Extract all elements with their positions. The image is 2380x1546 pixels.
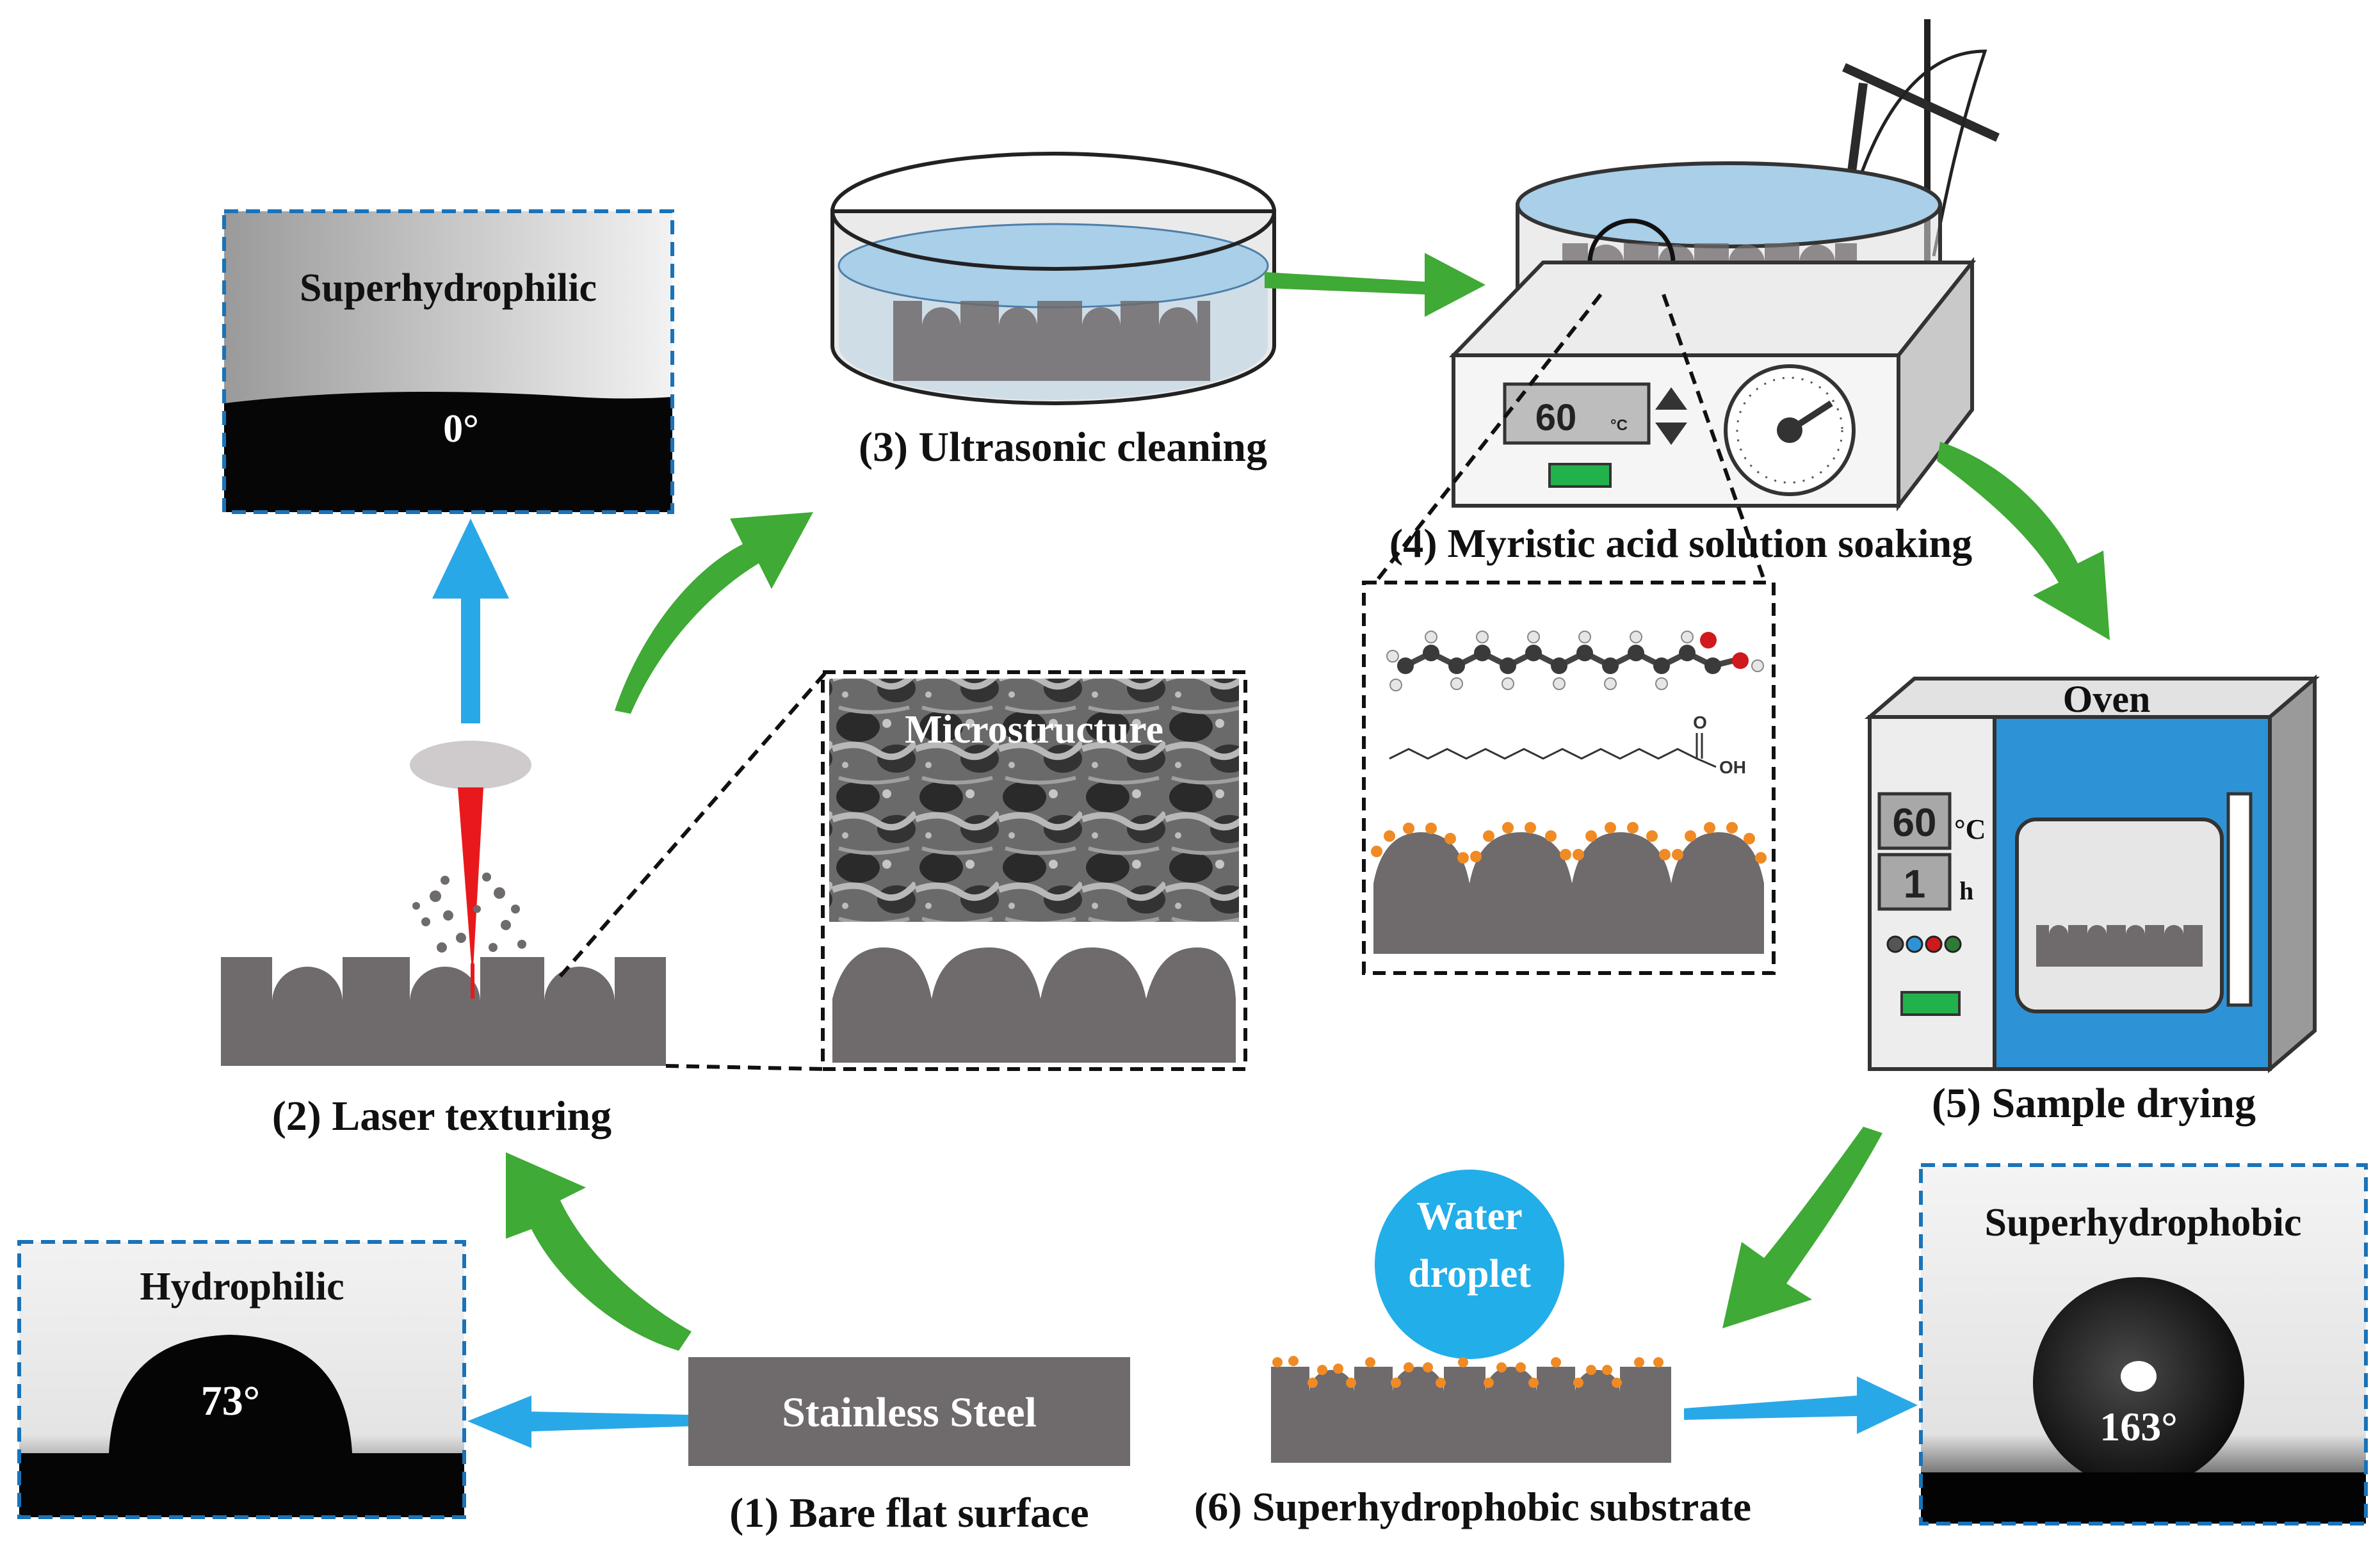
hotplate-unit: °C xyxy=(1610,417,1628,434)
superhydrophilic-title: Superhydrophilic xyxy=(300,266,597,310)
oven-temp-display xyxy=(1877,792,1952,850)
stainless-steel-label: Stainless Steel xyxy=(782,1389,1037,1436)
arrow-2-to-3 xyxy=(615,512,813,714)
microstructure-label: Microstructure xyxy=(905,708,1163,752)
superhydrophilic-panel: Superhydrophilic 0° xyxy=(222,209,674,514)
oven-temp-unit: °C xyxy=(1954,814,1986,845)
oven-time-unit: h xyxy=(1959,876,1973,905)
oven-buttons[interactable] xyxy=(1886,935,1962,953)
hydrophilic-droplet xyxy=(109,1335,352,1453)
step-6-label: (6) Superhydrophobic substrate xyxy=(1194,1484,1751,1529)
stainless-steel-block xyxy=(688,1357,1130,1466)
superhydrophobic-panel: Superhydrophobic 163° xyxy=(1919,1163,2368,1526)
superhydrophobic-substrate: Water droplet (6) Superhydrophobic subst… xyxy=(1194,1170,1751,1529)
water-droplet xyxy=(1375,1170,1564,1359)
microstructure-frame xyxy=(821,670,1247,1071)
arrow-to-superhydrophilic xyxy=(432,519,509,723)
superhydrophobic-title: Superhydrophobic xyxy=(1984,1201,2301,1244)
power-indicator xyxy=(1548,463,1612,488)
water-droplet-line2: droplet xyxy=(1408,1252,1531,1296)
myristic-acid-solution xyxy=(1516,161,1942,248)
oven-temp: 60 xyxy=(1893,801,1937,845)
water-droplet-line1: Water xyxy=(1416,1195,1522,1238)
oven-label: Oven xyxy=(2063,678,2151,720)
sample-in-oven xyxy=(2036,925,2203,967)
sample-in-bath xyxy=(893,301,1210,381)
oven-handle[interactable] xyxy=(2226,792,2253,1007)
sem-image xyxy=(829,679,1239,922)
ablation-particles xyxy=(412,873,526,953)
myristic-acid-inset: O OH xyxy=(1362,581,1776,975)
skeletal-formula xyxy=(1389,748,1697,760)
oven-time: 1 xyxy=(1904,862,1925,906)
final-coating xyxy=(1272,1356,1664,1388)
laser-beam xyxy=(458,787,483,979)
step-5-label: (5) Sample drying xyxy=(1932,1080,2256,1127)
textured-substrate xyxy=(221,957,666,1066)
superhydrophilic-frame xyxy=(222,209,674,514)
hotplate-temp: 60 xyxy=(1535,397,1577,439)
hotplate-stirrer: 60 °C (4) Myristic acid solution soaking xyxy=(1389,19,2000,566)
superhydrophilic-angle: 0° xyxy=(443,407,479,451)
coated-substrate xyxy=(1373,832,1764,954)
step-4-label: (4) Myristic acid solution soaking xyxy=(1389,520,1972,566)
laser-texturing: (2) Laser texturing xyxy=(221,741,666,1139)
step-3-label: (3) Ultrasonic cleaning xyxy=(859,424,1267,471)
ball-stick-model xyxy=(1386,631,1764,691)
oven-time-display xyxy=(1877,853,1952,911)
bare-surface: Stainless Steel (1) Bare flat surface xyxy=(688,1357,1130,1536)
arrow-3-to-4 xyxy=(1265,253,1485,317)
microstructure-inset: Microstructure xyxy=(821,670,1247,1071)
superhydrophobic-frame xyxy=(1919,1163,2368,1526)
hydrophilic-panel: Hydrophilic 73° xyxy=(17,1240,466,1519)
arrow-to-hydrophilic xyxy=(467,1396,688,1448)
chem-o-label: O xyxy=(1693,713,1707,732)
chem-oh-label: OH xyxy=(1719,757,1746,777)
hydrophilic-angle: 73° xyxy=(201,1378,260,1424)
ultrasonic-bath: (3) Ultrasonic cleaning xyxy=(830,152,1276,471)
clamp-bar xyxy=(1842,63,2000,142)
temp-down-icon[interactable] xyxy=(1655,423,1687,445)
arrow-5-to-6 xyxy=(1722,1127,1882,1328)
hydrophilic-frame xyxy=(17,1240,466,1519)
cleaning-solution xyxy=(838,223,1269,309)
micro-bumps-profile xyxy=(832,947,1236,1063)
focusing-lens xyxy=(410,741,531,789)
hydrophilic-title: Hydrophilic xyxy=(140,1265,344,1308)
superhydrophobic-angle: 163° xyxy=(2100,1404,2178,1449)
myristic-coating xyxy=(1371,822,1767,864)
arrow-1-to-2 xyxy=(506,1152,692,1351)
arrow-to-superhydrophobic xyxy=(1684,1376,1918,1434)
oven-window xyxy=(2015,817,2224,1013)
temp-up-icon[interactable] xyxy=(1655,387,1687,410)
final-substrate xyxy=(1271,1367,1671,1463)
arrow-4-to-5 xyxy=(1937,442,2110,640)
drying-oven: Oven 60 °C 1 h (5) Sample drying xyxy=(1864,674,2320,1127)
hotplate-display xyxy=(1503,382,1651,445)
step-1-label: (1) Bare flat surface xyxy=(729,1490,1089,1536)
oven-power-indicator xyxy=(1900,991,1961,1016)
step-2-label: (2) Laser texturing xyxy=(272,1093,611,1139)
